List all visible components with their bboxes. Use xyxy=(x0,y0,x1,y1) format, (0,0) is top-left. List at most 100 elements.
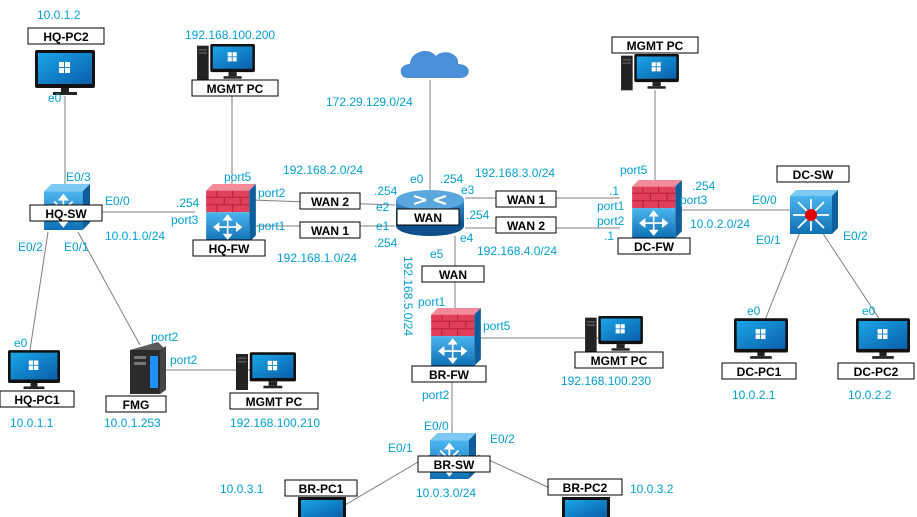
mgmt-pc-dc-label-box xyxy=(611,36,699,54)
mgmt-pc-hq-name: MGMT PC xyxy=(207,82,264,96)
hq-sw-e01: E0/1 xyxy=(64,240,89,254)
router-e1: e1 xyxy=(376,219,390,233)
hq-pc1-label-box xyxy=(0,390,75,408)
dc-pc1-port: e0 xyxy=(747,304,761,318)
hq-wan2-label: WAN 2 xyxy=(311,195,349,209)
link-hqsw-fmg xyxy=(77,231,141,346)
mgmt-pc-icon xyxy=(236,352,296,390)
wan-hq-links: WAN 2 WAN 1 192.168.2.0/24 192.168.1.0/2… xyxy=(277,163,363,265)
hq-wan1-box xyxy=(299,221,361,239)
dc-fw-port1-ip: .1 xyxy=(609,184,619,198)
dc-sw-e01: E0/1 xyxy=(756,233,781,247)
br-sw[interactable]: BR-SW E0/0 E0/1 E0/2 10.0.3.0/24 xyxy=(388,419,515,500)
router-e1-ip: .254 xyxy=(374,236,398,250)
mgmt-pc-hq-ip: 192.168.100.200 xyxy=(185,28,275,42)
hq-pc2-port: e0 xyxy=(48,91,62,105)
dc-pc1-ip: 10.0.2.1 xyxy=(732,388,776,402)
fmg-label-box xyxy=(105,395,167,413)
hq-sw-e03: E0/3 xyxy=(66,170,91,184)
br-sw-name: BR-SW xyxy=(434,458,475,472)
br-pc1-label-box xyxy=(284,479,358,497)
hq-fw-name: HQ-FW xyxy=(209,242,250,256)
internet-cloud[interactable]: 172.29.129.0/24 xyxy=(326,50,469,109)
links xyxy=(29,80,881,506)
mgmt-pc-icon xyxy=(197,44,255,81)
mgmt-pc-br-ip: 192.168.100.230 xyxy=(561,374,651,388)
router-e2-ip: .254 xyxy=(374,184,398,198)
br-pc2-ip: 10.0.3.2 xyxy=(630,482,674,496)
wan-router[interactable]: WAN e0 .254 e3 .254 e2 e1 .254 .254 e4 e… xyxy=(374,172,490,261)
hq-pc1[interactable]: e0 HQ-PC1 10.0.1.1 xyxy=(0,336,75,430)
mgmt-pc-dc-name: MGMT PC xyxy=(627,39,684,53)
router-e0: e0 xyxy=(410,172,424,186)
hq-sw[interactable]: HQ-SW E0/3 E0/0 E0/2 E0/1 10.0.1.0/24 xyxy=(18,170,165,254)
subnet-192-168-1: 192.168.1.0/24 xyxy=(277,251,357,265)
dc-pc1-name: DC-PC1 xyxy=(737,365,782,379)
mgmt-pc-br[interactable]: MGMT PC 192.168.100.230 xyxy=(561,316,664,388)
hq-sw-subnet: 10.0.1.0/24 xyxy=(105,229,165,243)
hq-pc2-ip: 10.0.1.2 xyxy=(37,8,81,22)
hq-pc2-label-box xyxy=(27,27,105,45)
br-sw-label-box xyxy=(417,455,491,473)
dc-pc2-name: DC-PC2 xyxy=(854,365,899,379)
fmg-ip: 10.0.1.253 xyxy=(104,416,161,430)
dc-pc1-label-box xyxy=(721,362,797,380)
hq-fw[interactable]: HQ-FW port5 port2 port3 .254 port1 xyxy=(171,170,286,257)
dc-fw-name: DC-FW xyxy=(634,240,675,254)
mgmt-pc-hq[interactable]: 192.168.100.200 MGMT PC xyxy=(185,28,279,97)
hq-pc1-port: e0 xyxy=(14,336,28,350)
br-sw-e00: E0/0 xyxy=(424,419,449,433)
dc-fw-label-box xyxy=(617,237,691,255)
dc-fw-port5: port5 xyxy=(620,163,648,177)
hq-pc2[interactable]: 10.0.1.2 HQ-PC2 e0 xyxy=(27,8,105,105)
dc-sw-name: DC-SW xyxy=(793,168,834,182)
mgmt-pc-fmg-ip: 192.168.100.210 xyxy=(230,416,320,430)
firewall-icon xyxy=(206,184,256,242)
dc-fw-port2: port2 xyxy=(597,214,625,228)
link-dcsw-dcpc2 xyxy=(821,231,881,321)
hq-pc1-ip: 10.0.1.1 xyxy=(10,416,54,430)
router-label-box xyxy=(396,208,460,226)
router-e4: e4 xyxy=(460,231,474,245)
br-sw-e01: E0/1 xyxy=(388,441,413,455)
br-pc2-screen xyxy=(565,500,607,517)
br-fw-name: BR-FW xyxy=(429,368,470,382)
br-wan-box xyxy=(421,265,485,283)
fmg-name: FMG xyxy=(123,398,150,412)
fmg-port-right: port2 xyxy=(170,353,198,367)
br-pc2-label-box xyxy=(547,478,623,496)
server-icon xyxy=(130,342,166,394)
br-pc1[interactable]: 10.0.3.1 BR-PC1 xyxy=(220,479,358,517)
br-fw[interactable]: port1 port5 BR-FW port2 xyxy=(411,295,511,402)
router-e0-ip: .254 xyxy=(440,172,464,186)
dc-sw-e02: E0/2 xyxy=(843,229,868,243)
cloud-subnet: 172.29.129.0/24 xyxy=(326,95,413,109)
br-sw-e02: E0/2 xyxy=(490,432,515,446)
subnet-192-168-3: 192.168.3.0/24 xyxy=(475,166,555,180)
dc-pc2[interactable]: e0 DC-PC2 10.0.2.2 xyxy=(837,304,915,402)
subnet-192-168-2: 192.168.2.0/24 xyxy=(283,163,363,177)
hq-fw-port3: port3 xyxy=(171,213,199,227)
subnet-192-168-4: 192.168.4.0/24 xyxy=(477,244,557,258)
wan-dc-links: 192.168.3.0/24 WAN 1 WAN 2 192.168.4.0/2… xyxy=(475,166,557,258)
br-pc1-name: BR-PC1 xyxy=(299,482,344,496)
mgmt-pc-fmg[interactable]: MGMT PC 192.168.100.210 xyxy=(229,352,320,430)
dc-fw-port2-ip: .1 xyxy=(604,229,614,243)
dc-fw[interactable]: DC-FW port5 .1 port1 port2 .1 port3 .254 xyxy=(597,163,716,255)
fmg[interactable]: port2 port2 FMG 10.0.1.253 xyxy=(104,330,198,430)
mgmt-pc-fmg-name: MGMT PC xyxy=(246,395,303,409)
router-e5: e5 xyxy=(430,247,444,261)
hq-fw-label-box xyxy=(192,239,266,257)
dc-wan1-label: WAN 1 xyxy=(507,193,545,207)
dc-sw-label-box xyxy=(776,165,850,183)
router-e2: e2 xyxy=(376,200,390,214)
dc-fw-port3: port3 xyxy=(680,193,708,207)
dc-sw[interactable]: DC-SW E0/0 10.0.2.0/24 E0/1 E0/2 xyxy=(690,165,868,247)
br-pc2[interactable]: BR-PC2 10.0.3.2 xyxy=(547,478,674,517)
mgmt-pc-dc[interactable]: MGMT PC xyxy=(611,36,699,91)
dc-pc1[interactable]: e0 DC-PC1 10.0.2.1 xyxy=(721,304,797,402)
mgmt-pc-hq-label-box xyxy=(191,79,279,97)
mgmt-pc-br-label-box xyxy=(574,351,664,369)
hq-pc1-name: HQ-PC1 xyxy=(14,393,60,407)
hq-sw-name: HQ-SW xyxy=(45,207,87,221)
